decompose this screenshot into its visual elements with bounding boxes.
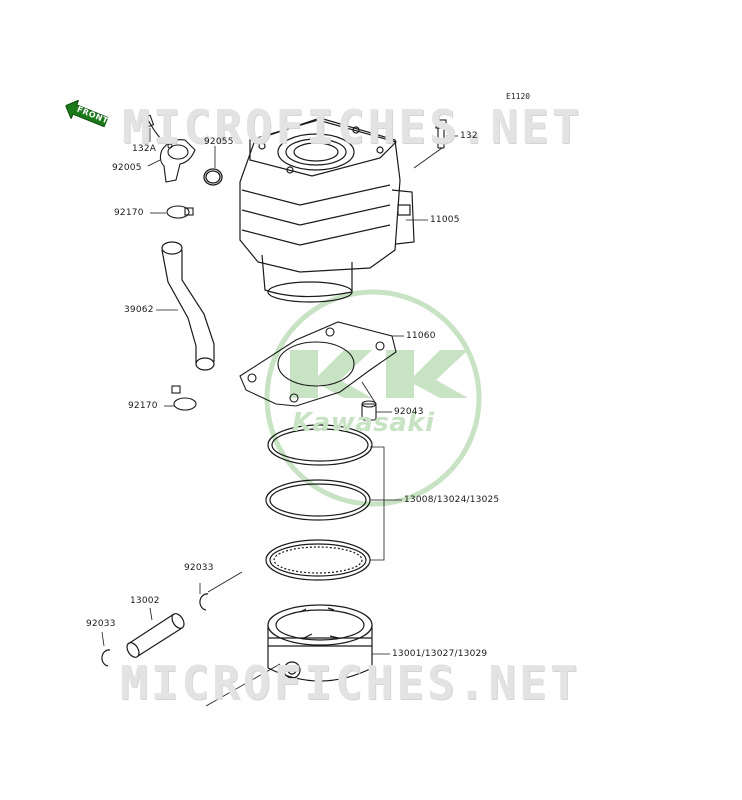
part-label-11060[interactable]: 11060 — [406, 331, 436, 341]
o-ring[interactable] — [203, 168, 223, 186]
part-label-92170-bottom[interactable]: 92170 — [128, 401, 158, 411]
watermark-top: MICROFICHES.NET — [122, 100, 583, 154]
front-arrow-icon — [64, 99, 109, 128]
part-label-92170-top[interactable]: 92170 — [114, 208, 144, 218]
leader-lines — [101, 128, 458, 707]
part-label-92043[interactable]: 92043 — [394, 407, 424, 417]
bolt-132[interactable] — [435, 119, 447, 149]
diagram-code: E1120 — [506, 92, 531, 101]
snap-ring-left[interactable] — [101, 649, 111, 667]
piston-ring-1[interactable] — [267, 424, 373, 466]
part-label-132a[interactable]: 132A — [132, 144, 157, 154]
front-arrow: FRONT — [62, 96, 110, 131]
part-label-13001[interactable]: 13001/13027/13029 — [392, 649, 488, 659]
hose-clamp-top[interactable] — [166, 205, 194, 219]
part-label-13002[interactable]: 13002 — [130, 596, 160, 606]
watermark-bottom: MICROFICHES.NET — [120, 656, 581, 710]
part-label-13008[interactable]: 13008/13024/13025 — [404, 495, 500, 505]
snap-ring-right[interactable] — [199, 593, 209, 611]
cylinder-gasket[interactable] — [239, 321, 397, 407]
part-label-92005[interactable]: 92005 — [112, 163, 142, 173]
piston-ring-3[interactable] — [265, 539, 371, 581]
part-label-11005[interactable]: 11005 — [430, 215, 460, 225]
piston-pin[interactable] — [125, 612, 187, 660]
part-label-92033-left[interactable]: 92033 — [86, 619, 116, 629]
kawasaki-logo-text: Kawasaki — [292, 408, 435, 438]
piston[interactable] — [267, 604, 373, 682]
kawasaki-logo — [264, 289, 482, 507]
part-label-39062[interactable]: 39062 — [124, 305, 154, 315]
cylinder-block[interactable] — [239, 117, 415, 303]
part-label-92055[interactable]: 92055 — [204, 137, 234, 147]
thermostat-housing[interactable] — [143, 114, 196, 183]
part-label-132[interactable]: 132 — [460, 131, 478, 141]
water-hose[interactable] — [161, 241, 215, 371]
part-label-92033-right[interactable]: 92033 — [184, 563, 214, 573]
hose-clamp-bottom[interactable] — [171, 385, 197, 411]
